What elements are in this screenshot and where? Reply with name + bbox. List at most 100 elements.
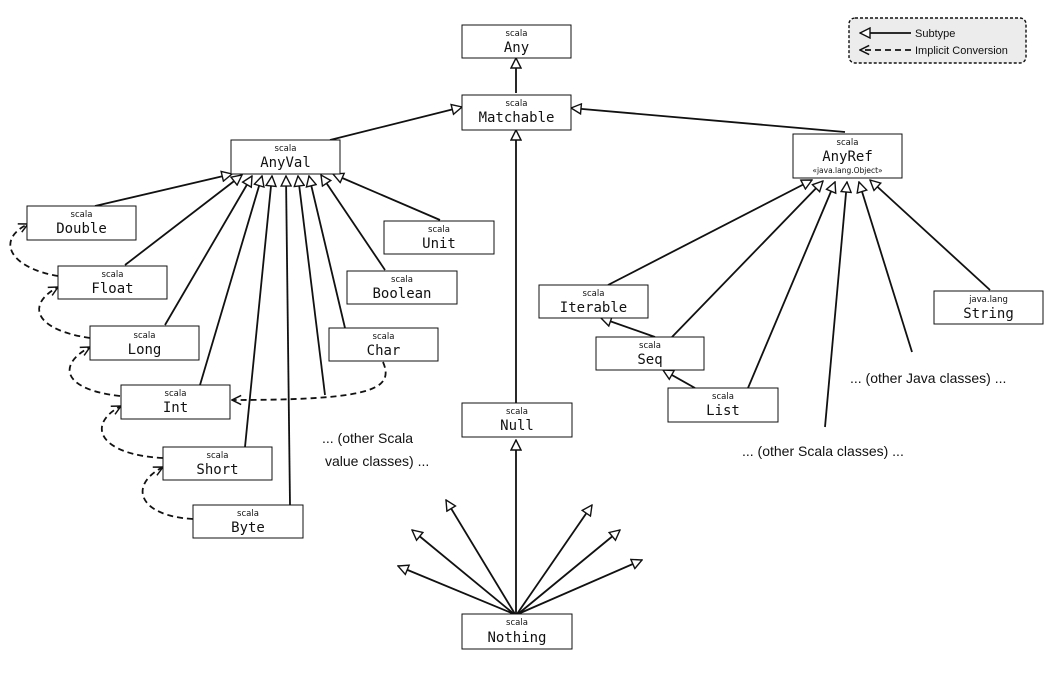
class-float[interactable]: scala Float [57, 265, 168, 300]
class-nothing[interactable]: scala Nothing [461, 613, 573, 650]
class-seq-name: Seq [637, 352, 662, 368]
class-anyref[interactable]: scala AnyRef «java.lang.Object» [792, 133, 903, 179]
class-int[interactable]: scala Int [120, 384, 231, 420]
class-list-package: scala [712, 392, 734, 402]
class-anyref-alias: «java.lang.Object» [812, 166, 883, 175]
class-int-name: Int [163, 400, 188, 416]
edge-anyval-matchable [329, 107, 462, 141]
edge-list-seq [663, 369, 696, 389]
class-anyval[interactable]: scala AnyVal [230, 139, 341, 175]
class-anyval-package: scala [275, 144, 297, 154]
edge-nothing-fan-5 [517, 530, 620, 615]
class-seq-package: scala [639, 341, 661, 351]
class-matchable-name: Matchable [479, 110, 555, 126]
edge-other-scala-value-anyval [298, 176, 326, 396]
edge-seq-iterable [601, 318, 656, 338]
class-unit[interactable]: scala Unit [383, 220, 495, 255]
class-null-name: Null [500, 418, 534, 434]
edge-boolean-anyval [321, 175, 386, 271]
edge-anyref-matchable [571, 108, 846, 133]
class-iterable-name: Iterable [560, 300, 627, 316]
edge-nothing-fan-6 [517, 560, 642, 615]
class-anyref-package: scala [837, 138, 859, 148]
conv-char-int [232, 361, 387, 400]
class-unit-name: Unit [422, 236, 456, 252]
class-short-package: scala [207, 451, 229, 461]
edge-nothing-fan-2 [412, 530, 515, 615]
class-list[interactable]: scala List [667, 387, 779, 423]
class-nothing-package: scala [506, 618, 528, 628]
class-any-package: scala [506, 29, 528, 39]
class-seq[interactable]: scala Seq [595, 336, 705, 371]
note-other-scala-value-line1: ... (other Scala [322, 430, 413, 446]
conv-byte-short [141, 466, 194, 520]
class-null[interactable]: scala Null [461, 402, 573, 438]
class-short-name: Short [196, 462, 238, 478]
class-matchable[interactable]: scala Matchable [461, 94, 572, 131]
conv-short-int [100, 405, 164, 459]
class-float-name: Float [91, 281, 133, 297]
class-boolean[interactable]: scala Boolean [346, 270, 458, 305]
class-boolean-package: scala [391, 275, 413, 285]
class-iterable-package: scala [583, 289, 605, 299]
class-long[interactable]: scala Long [89, 325, 200, 361]
class-boolean-name: Boolean [372, 286, 431, 302]
class-unit-package: scala [428, 225, 450, 235]
class-char-name: Char [367, 343, 401, 359]
edge-long-anyval [164, 176, 252, 326]
class-null-package: scala [506, 407, 528, 417]
legend-implicit-label: Implicit Conversion [915, 45, 1008, 57]
note-other-scala-value-line2: value classes) ... [325, 453, 429, 469]
class-char-package: scala [373, 332, 395, 342]
edge-nothing-fan-3 [446, 500, 516, 615]
legend-box [848, 17, 1027, 64]
class-anyref-name: AnyRef [822, 149, 873, 165]
class-any-name: Any [504, 40, 529, 56]
edge-byte-anyval [286, 176, 290, 506]
edge-unit-anyval [333, 174, 441, 221]
edge-seq-anyref [671, 181, 823, 338]
edge-iterable-anyref [607, 179, 812, 286]
class-anyval-name: AnyVal [260, 155, 311, 171]
subtype-edges [94, 58, 991, 615]
class-double-name: Double [56, 221, 107, 237]
class-float-package: scala [102, 270, 124, 280]
class-long-name: Long [128, 342, 162, 358]
class-char[interactable]: scala Char [328, 327, 439, 362]
legend: Subtype Implicit Conversion [848, 17, 1027, 64]
edge-int-anyval [199, 176, 262, 386]
edge-string-anyref [870, 180, 991, 291]
class-long-package: scala [134, 331, 156, 341]
note-other-java-classes: ... (other Java classes) ... [850, 370, 1006, 386]
class-double-package: scala [71, 210, 93, 220]
edge-double-anyval [94, 174, 232, 207]
edge-nothing-fan-4 [516, 505, 592, 615]
edge-nothing-fan-1 [398, 566, 515, 615]
class-list-name: List [706, 403, 740, 419]
edge-list-anyref [747, 182, 835, 389]
edge-other-scala-anyref [824, 182, 847, 428]
class-iterable[interactable]: scala Iterable [538, 284, 649, 319]
class-byte-package: scala [237, 509, 259, 519]
conv-long-float [38, 286, 91, 339]
conv-float-double [9, 224, 59, 277]
edge-float-anyval [124, 175, 242, 266]
class-string-name: String [963, 306, 1014, 322]
edge-short-anyval [244, 176, 272, 448]
class-byte[interactable]: scala Byte [192, 504, 304, 539]
edge-char-anyval [309, 176, 346, 329]
class-double[interactable]: scala Double [26, 205, 137, 241]
class-string[interactable]: java.lang String [933, 290, 1044, 325]
class-int-package: scala [165, 389, 187, 399]
edge-other-java-anyref [859, 182, 913, 353]
legend-subtype-label: Subtype [915, 28, 955, 40]
class-nothing-name: Nothing [487, 630, 546, 646]
class-short[interactable]: scala Short [162, 446, 273, 481]
class-byte-name: Byte [231, 520, 265, 536]
class-matchable-package: scala [506, 99, 528, 109]
implicit-conversion-edges [9, 224, 387, 520]
class-string-package: java.lang [968, 295, 1008, 305]
class-any[interactable]: scala Any [461, 24, 572, 59]
